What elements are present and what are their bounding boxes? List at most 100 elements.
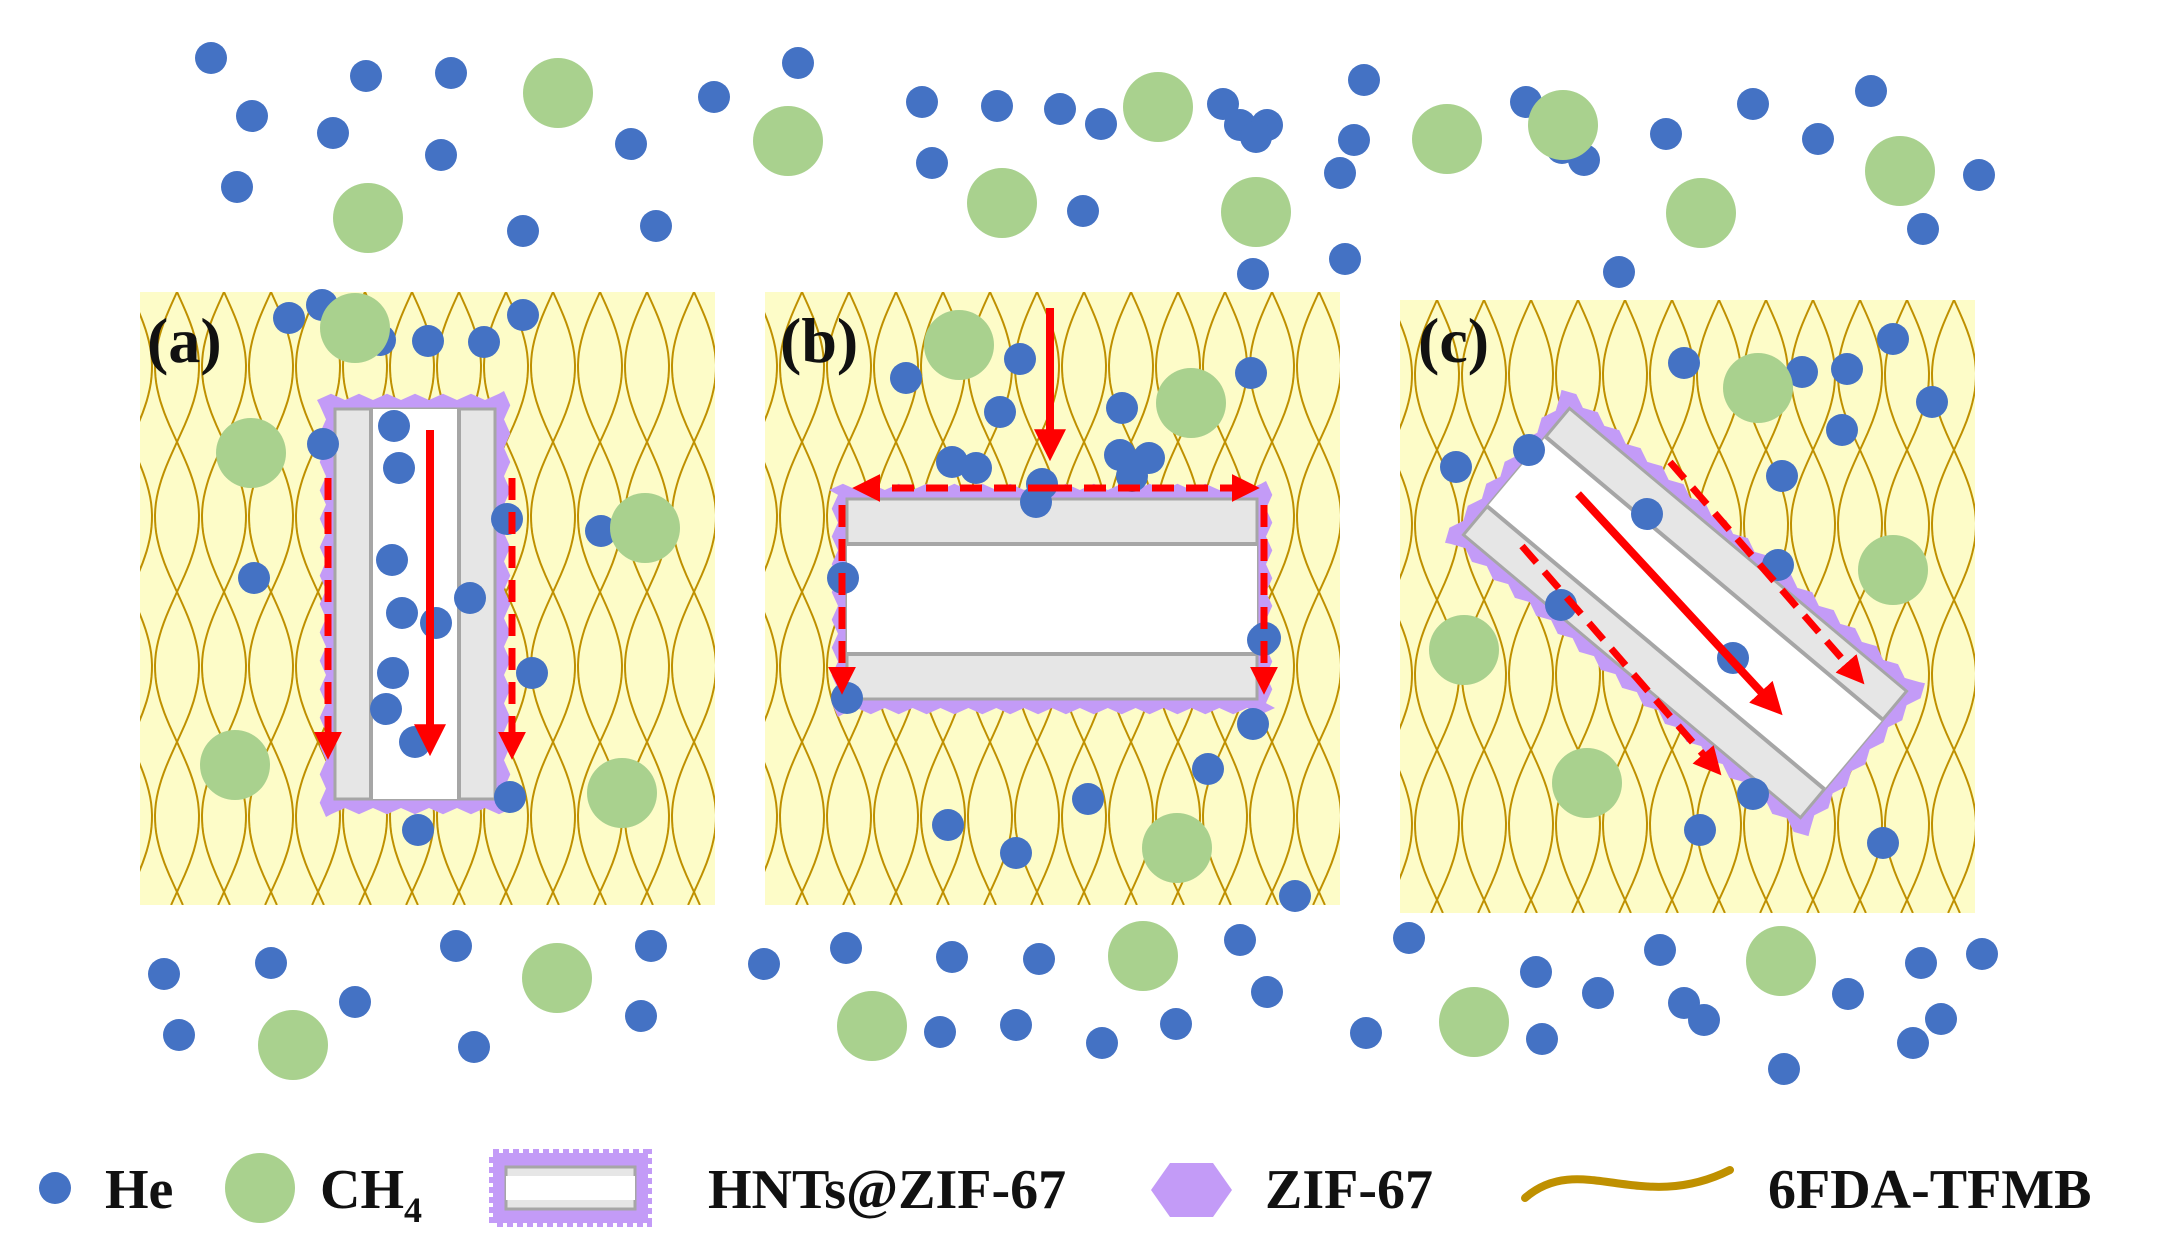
ch4-molecule: [1142, 813, 1212, 883]
he-molecule: [924, 1016, 956, 1048]
he-molecule: [1513, 434, 1545, 466]
he-molecule: [307, 428, 339, 460]
he-molecule: [339, 986, 371, 1018]
nanotubes: [317, 389, 1925, 837]
he-molecule: [1526, 1023, 1558, 1055]
halloysite-nanotube: [845, 497, 1259, 701]
he-molecule: [615, 128, 647, 160]
he-molecule: [640, 210, 672, 242]
polymer-chain: [140, 312, 154, 723]
he-molecule: [1224, 924, 1256, 956]
polymer-chain: [670, 292, 715, 905]
ch4-molecule: [1123, 72, 1193, 142]
he-molecule: [435, 57, 467, 89]
he-molecule: [1004, 343, 1036, 375]
he-molecule: [831, 682, 863, 714]
he-molecule: [376, 544, 408, 576]
he-molecule: [378, 410, 410, 442]
ch4-molecule: [320, 293, 390, 363]
he-molecule: [1831, 353, 1863, 385]
he-molecule: [1963, 159, 1995, 191]
he-molecule: [1684, 814, 1716, 846]
he-molecule: [1832, 978, 1864, 1010]
polymer-chain: [482, 292, 530, 905]
he-molecule: [916, 147, 948, 179]
he-molecule: [1279, 880, 1311, 912]
he-molecule: [236, 100, 268, 132]
he-molecule: [317, 117, 349, 149]
he-molecule: [625, 1000, 657, 1032]
he-molecule: [377, 657, 409, 689]
nanotube-b: [829, 481, 1275, 717]
he-molecule: [932, 809, 964, 841]
he-molecule: [1026, 468, 1058, 500]
green-dot-icon: [225, 1153, 295, 1223]
he-molecule: [1867, 827, 1899, 859]
he-molecule: [1631, 498, 1663, 530]
legend-ch4-label: CH4: [320, 1159, 422, 1230]
polymer-chain: [765, 462, 779, 873]
polymer-chain: [200, 292, 248, 905]
he-molecule: [273, 302, 305, 334]
he-molecule: [1520, 956, 1552, 988]
he-molecule: [420, 607, 452, 639]
polymer-chain: [1413, 300, 1461, 913]
he-molecule: [1393, 922, 1425, 954]
he-molecule: [1688, 1004, 1720, 1036]
he-molecule: [1240, 121, 1272, 153]
ch4-molecule: [1552, 748, 1622, 818]
polymer-chain: [153, 292, 201, 905]
he-molecule: [1668, 347, 1700, 379]
ch4-molecule: [333, 183, 403, 253]
he-molecule: [890, 362, 922, 394]
he-molecule: [494, 781, 526, 813]
he-molecule: [1440, 451, 1472, 483]
tube-line: [1544, 435, 1884, 722]
he-molecule: [1877, 323, 1909, 355]
blue-dot-icon: [39, 1172, 71, 1204]
he-molecule: [1786, 356, 1818, 388]
he-molecule: [1000, 837, 1032, 869]
legend: He CH4 HNTs@ZIF-67 ZIF-67 6FDA-TFMB: [39, 1149, 2092, 1230]
he-molecule: [1237, 258, 1269, 290]
ch4-molecule: [200, 730, 270, 800]
polymer-chain: [1836, 300, 1884, 913]
diffusion-arrows: [314, 308, 1865, 776]
he-molecule: [1106, 392, 1138, 424]
he-molecule: [1737, 778, 1769, 810]
he-molecule: [507, 215, 539, 247]
he-molecule: [238, 562, 270, 594]
he-molecule: [585, 515, 617, 547]
polymer-chain: [529, 292, 577, 905]
he-molecule: [370, 693, 402, 725]
purple-hexagon-icon: [1151, 1163, 1232, 1217]
he-molecule: [1324, 157, 1356, 189]
ch4-molecule: [753, 106, 823, 176]
ch4-molecule: [522, 943, 592, 1013]
polymer-chain: [623, 292, 671, 905]
he-molecule: [1023, 943, 1055, 975]
ch4-molecule: [523, 58, 593, 128]
ch4-molecule: [1412, 104, 1482, 174]
ch4-molecule: [967, 168, 1037, 238]
he-molecule: [1650, 118, 1682, 150]
he-molecule: [1160, 1008, 1192, 1040]
he-molecule: [1350, 1017, 1382, 1049]
he-molecule: [1192, 753, 1224, 785]
he-molecule: [1737, 88, 1769, 120]
he-molecule: [458, 1031, 490, 1063]
ch4-molecule: [1865, 136, 1935, 206]
he-molecule: [960, 452, 992, 484]
he-molecule: [350, 60, 382, 92]
polymer-chain: [1295, 292, 1340, 905]
he-molecule: [1907, 213, 1939, 245]
he-molecule: [1072, 783, 1104, 815]
legend-polymer-label: 6FDA-TFMB: [1768, 1159, 2092, 1221]
he-molecule: [468, 326, 500, 358]
ch4-molecule: [216, 418, 286, 488]
he-molecule: [1644, 934, 1676, 966]
he-molecule: [1826, 414, 1858, 446]
he-molecule: [1329, 243, 1361, 275]
he-molecule: [1916, 386, 1948, 418]
